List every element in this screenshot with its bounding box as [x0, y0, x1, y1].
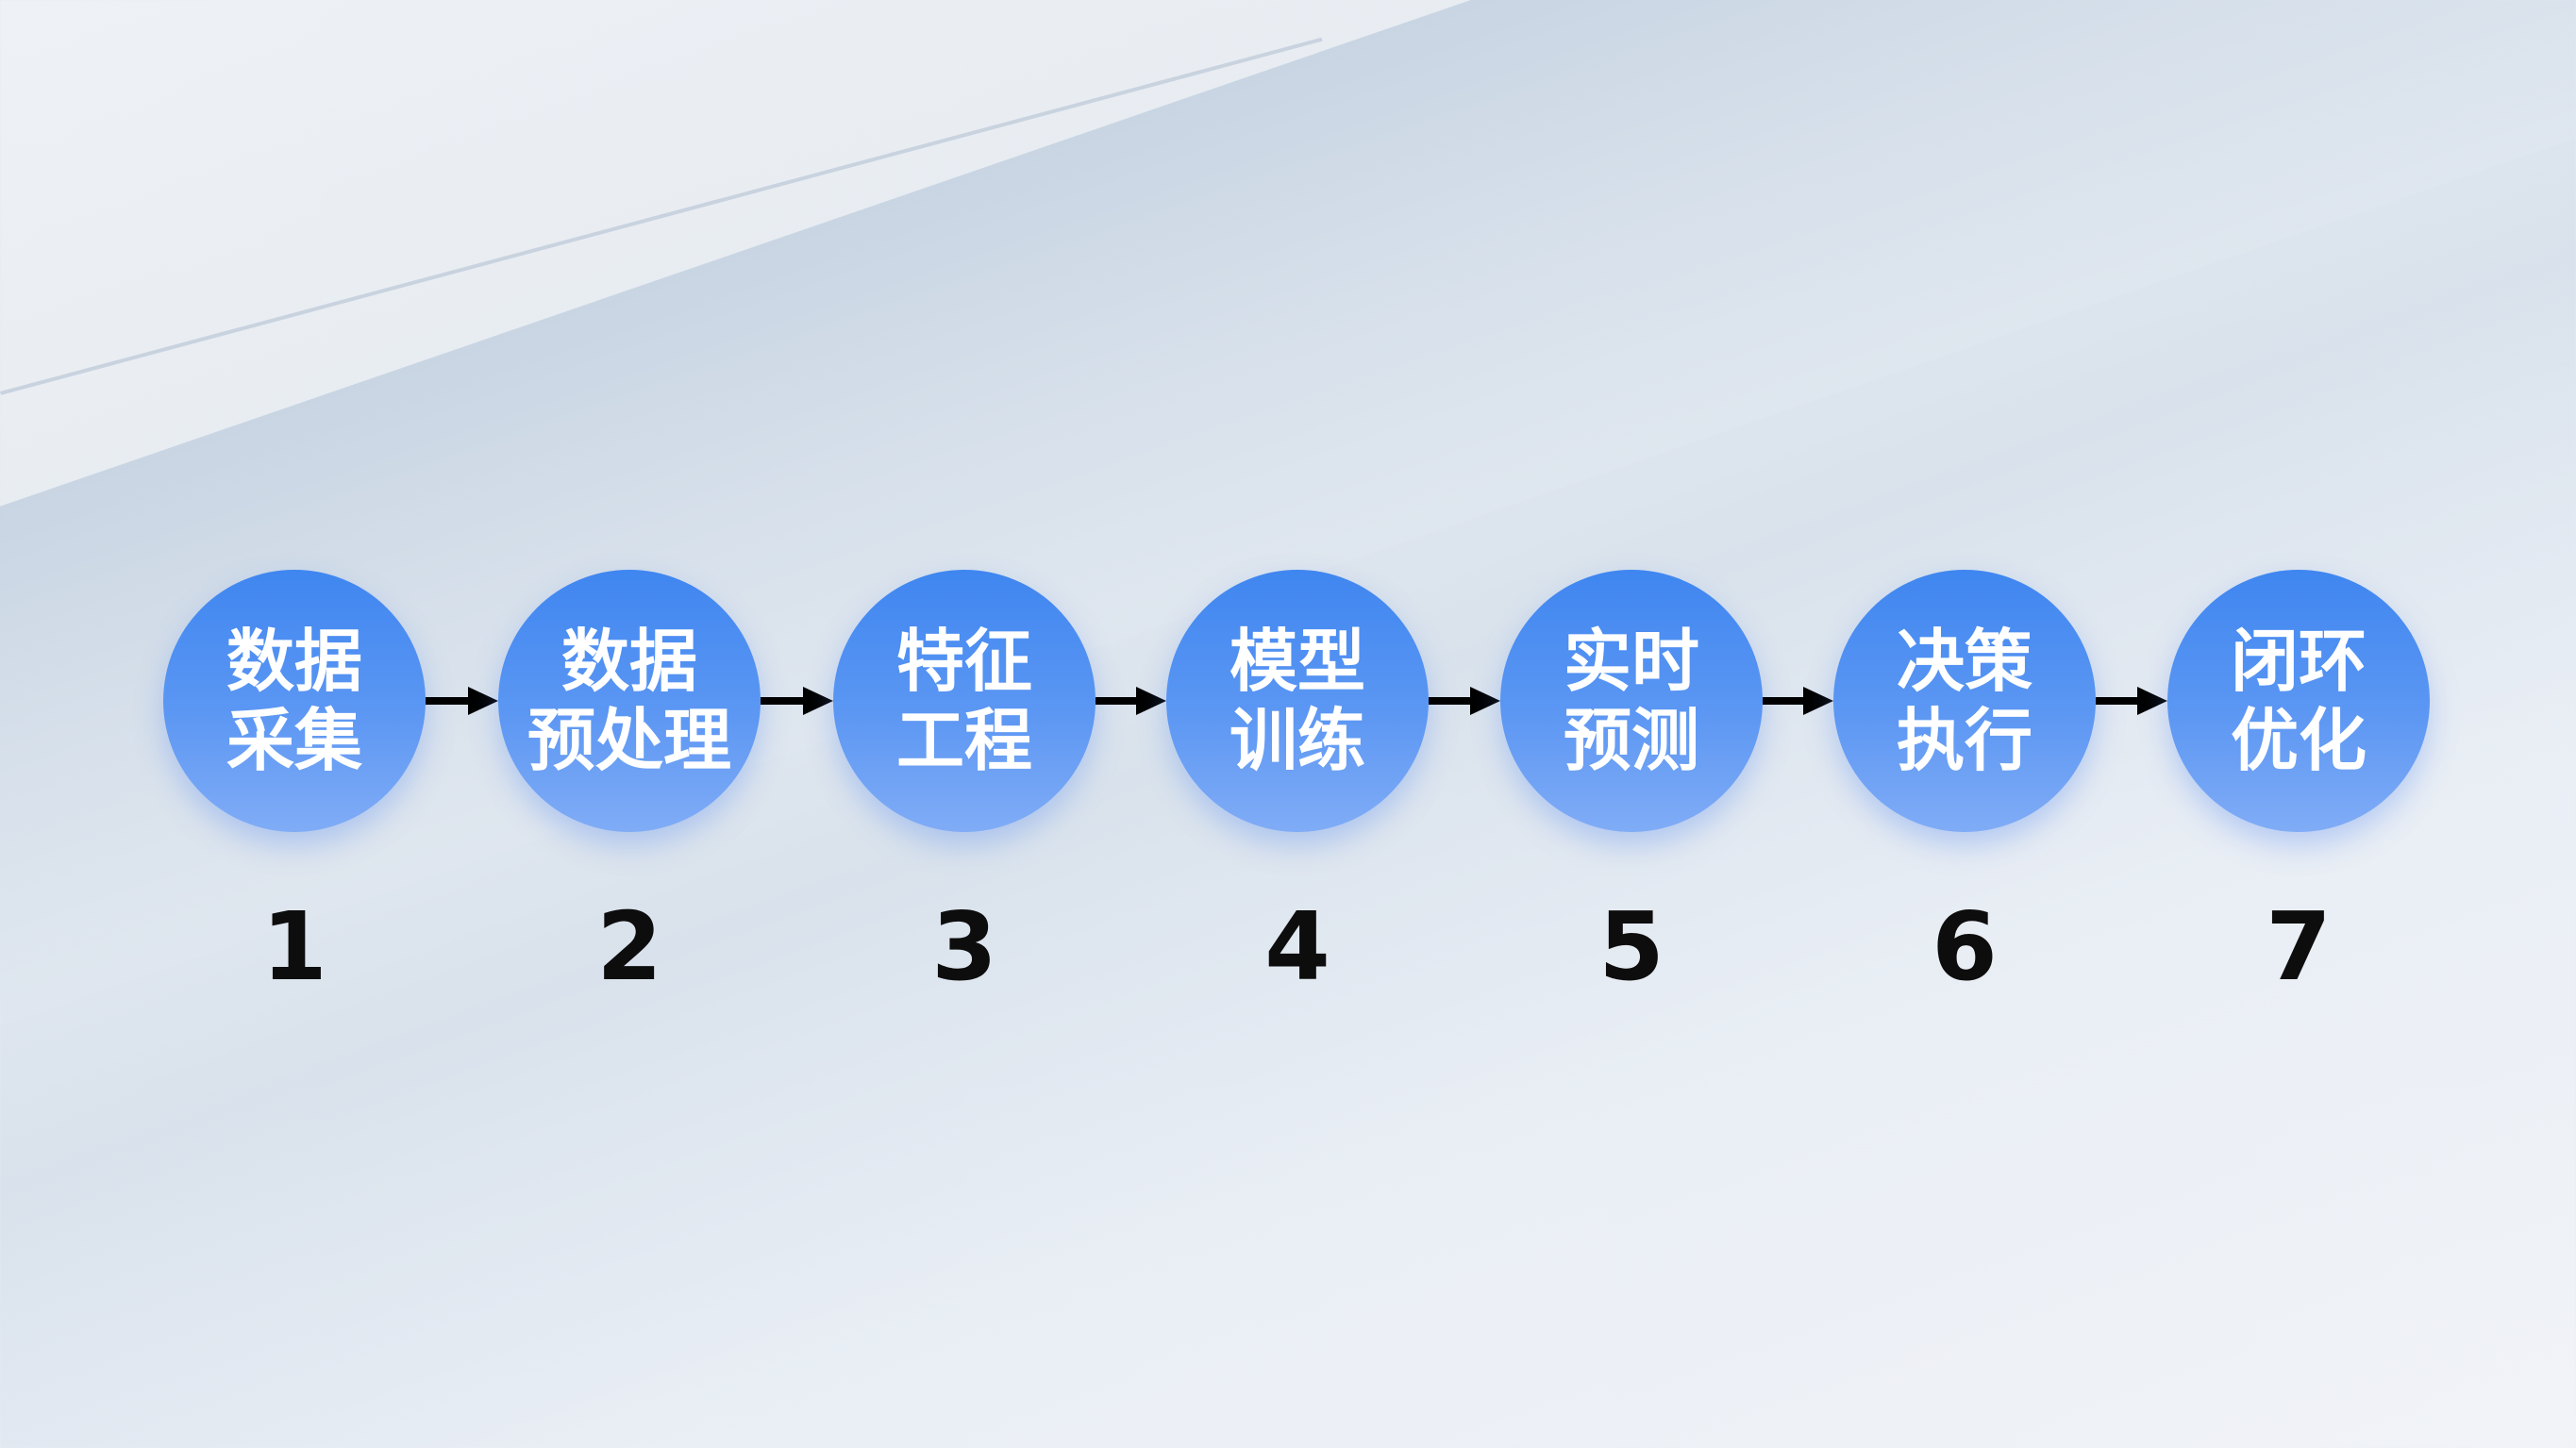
step-number: 7	[2266, 891, 2332, 1002]
step-circle-1: 数据 采集	[163, 570, 426, 832]
step-circle-2: 数据 预处理	[498, 570, 761, 832]
step-circle-7: 闭环 优化	[2167, 570, 2430, 832]
step-number: 3	[931, 891, 997, 1002]
arrow-right-icon	[761, 687, 833, 715]
step-label: 模型 训练	[1229, 622, 1365, 780]
step-number: 4	[1264, 891, 1330, 1002]
arrow-right-icon	[1096, 687, 1166, 715]
step-number: 1	[261, 891, 327, 1002]
step-label: 实时 预测	[1563, 622, 1699, 780]
step-label: 闭环 优化	[2230, 622, 2367, 780]
step-label: 数据 预处理	[527, 622, 731, 780]
arrow-right-icon	[1429, 687, 1500, 715]
step-circle-4: 模型 训练	[1166, 570, 1429, 832]
step-label: 数据 采集	[226, 622, 362, 780]
step-circle-5: 实时 预测	[1500, 570, 1763, 832]
step-circle-3: 特征 工程	[833, 570, 1096, 832]
step-number: 5	[1598, 891, 1664, 1002]
step-circle-6: 决策 执行	[1833, 570, 2096, 832]
step-label: 特征 工程	[895, 622, 1032, 780]
step-number: 2	[596, 891, 662, 1002]
arrow-right-icon	[426, 687, 498, 715]
arrow-right-icon	[1763, 687, 1833, 715]
step-number: 6	[1932, 891, 1998, 1002]
step-label: 决策 执行	[1896, 622, 2032, 780]
arrow-right-icon	[2096, 687, 2167, 715]
